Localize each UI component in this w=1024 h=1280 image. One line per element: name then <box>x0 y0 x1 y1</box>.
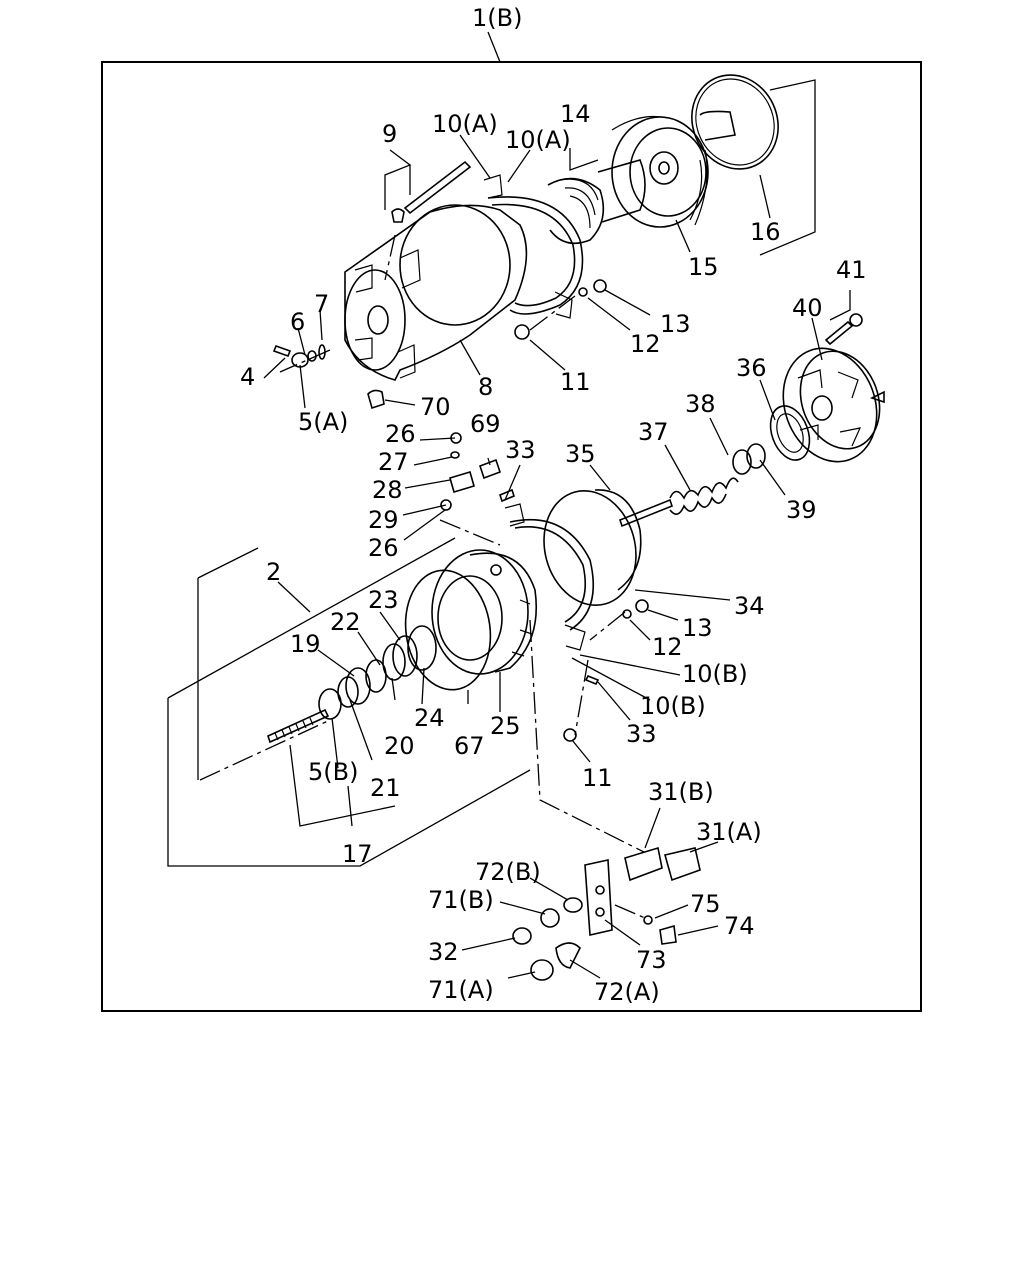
callout-70: 70 <box>420 393 451 421</box>
callout-69: 69 <box>470 410 501 438</box>
callout-75: 75 <box>690 890 721 918</box>
callout-5b: 5(B) <box>308 758 358 786</box>
callout-67: 67 <box>454 732 485 760</box>
callout-9: 9 <box>382 120 397 148</box>
callout-27: 27 <box>378 448 409 476</box>
callout-31b: 31(B) <box>648 778 714 806</box>
callout-22: 22 <box>330 608 361 636</box>
callout-26a: 26 <box>385 420 416 448</box>
callout-24: 24 <box>414 704 445 732</box>
callout-12a: 12 <box>630 330 661 358</box>
piston-assembly <box>199 432 661 861</box>
callout-10a-2: 10(A) <box>505 126 571 154</box>
callout-13a: 13 <box>660 310 691 338</box>
callout-10a-1: 10(A) <box>432 110 498 138</box>
callout-33a: 33 <box>505 436 536 464</box>
callout-74: 74 <box>724 912 755 940</box>
callout-6: 6 <box>290 308 305 336</box>
callout-29: 29 <box>368 506 399 534</box>
callout-2: 2 <box>266 558 281 586</box>
callout-11a: 11 <box>560 368 591 396</box>
callout-35: 35 <box>565 440 596 468</box>
callout-32: 32 <box>428 938 459 966</box>
callout-13b: 13 <box>682 614 713 642</box>
callout-39: 39 <box>786 496 817 524</box>
callout-71b: 71(B) <box>428 886 494 914</box>
diagram-frame <box>101 61 922 1012</box>
callout-36: 36 <box>736 354 767 382</box>
callout-19: 19 <box>290 630 321 658</box>
callout-73: 73 <box>636 946 667 974</box>
callout-20: 20 <box>384 732 415 760</box>
callout-33b: 33 <box>626 720 657 748</box>
callout-10b-1: 10(B) <box>682 660 748 688</box>
callout-labels: 1(B) 9 10(A) 10(A) 14 16 15 7 6 13 12 4 … <box>240 4 867 1006</box>
callout-8: 8 <box>478 373 493 401</box>
callout-71a: 71(A) <box>428 976 494 1004</box>
callout-72a: 72(A) <box>594 978 660 1006</box>
callout-10b-2: 10(B) <box>640 692 706 720</box>
callout-11b: 11 <box>582 764 613 792</box>
callout-38: 38 <box>685 390 716 418</box>
fitting-assembly <box>512 846 701 981</box>
callout-23: 23 <box>368 586 399 614</box>
leader-lines <box>263 31 851 979</box>
motor-housing-assembly <box>272 74 779 410</box>
callout-1b: 1(B) <box>472 4 522 32</box>
callout-25: 25 <box>490 712 521 740</box>
callout-14: 14 <box>560 100 591 128</box>
callout-72b: 72(B) <box>475 858 541 886</box>
callout-31a: 31(A) <box>696 818 762 846</box>
callout-34: 34 <box>734 592 765 620</box>
callout-5a: 5(A) <box>298 408 348 436</box>
callout-28: 28 <box>372 476 403 504</box>
callout-16: 16 <box>750 218 781 246</box>
end-cover-assembly <box>504 313 885 651</box>
callout-17: 17 <box>342 840 373 868</box>
callout-12b: 12 <box>652 633 683 661</box>
callout-26b: 26 <box>368 534 399 562</box>
callout-21: 21 <box>370 774 401 802</box>
callout-41: 41 <box>836 256 867 284</box>
callout-40: 40 <box>792 294 823 322</box>
subassembly-2-outline <box>167 537 531 867</box>
callout-4: 4 <box>240 363 255 391</box>
callout-7: 7 <box>314 290 329 318</box>
callout-15: 15 <box>688 253 719 281</box>
callout-37: 37 <box>638 418 669 446</box>
